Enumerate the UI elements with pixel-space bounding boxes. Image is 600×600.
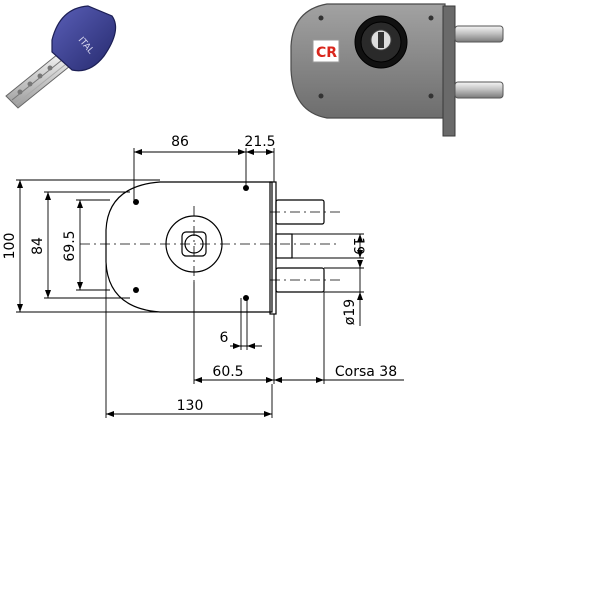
lock-side-plate [442,5,456,137]
lock-body-outline [105,181,273,313]
dim-label-60-5: 60.5 [212,364,243,380]
screw-hole [243,295,249,301]
key-photo: ITAL [5,5,117,109]
screw [318,15,324,21]
latch-outline [275,233,293,259]
dim-label-69-5: 69.5 [62,230,78,261]
dim-label-19: 19 [350,237,366,255]
screw-hole [133,199,139,205]
screw-hole [133,287,139,293]
key-head: ITAL [51,5,117,72]
lock-knob [354,15,408,69]
dim-label-diameter-19: ø19 [342,299,358,325]
dim-label-21-5: 21.5 [244,134,275,150]
side-plate-outline [269,181,277,315]
dim-label-86: 86 [171,134,189,150]
dim-label-84: 84 [30,237,46,255]
dim-label-130: 130 [177,398,204,414]
dim-label-6: 6 [220,330,229,346]
dim-label-100: 100 [2,233,18,260]
screw [428,93,434,99]
lower-bolt [454,81,504,99]
key-blade [5,53,71,109]
screw-hole [243,185,249,191]
screw [318,93,324,99]
brand-logo-text: CR [316,45,337,61]
dim-label-corsa-38: Corsa 38 [335,364,397,380]
screw [428,15,434,21]
brand-logo: CR [312,39,340,63]
lock-photo: CR [290,3,504,137]
upper-bolt [454,25,504,43]
